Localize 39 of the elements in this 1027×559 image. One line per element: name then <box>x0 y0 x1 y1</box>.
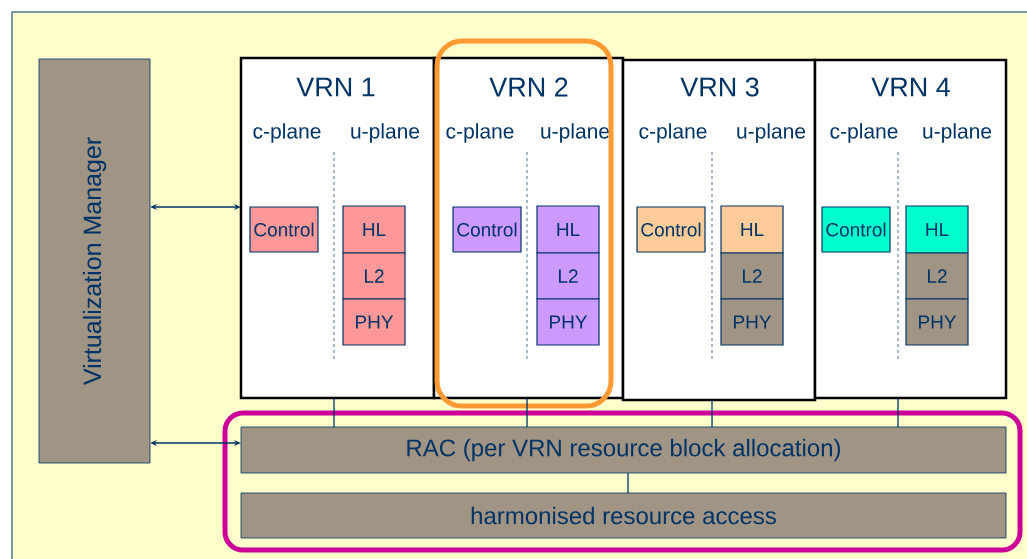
control-box: Control <box>249 206 319 253</box>
connector <box>897 397 899 428</box>
connector <box>711 399 713 428</box>
layer-box: L2 <box>720 252 784 300</box>
layer-box: HL <box>342 205 406 254</box>
plane-label: c-plane <box>830 123 898 143</box>
layer-box: L2 <box>905 252 969 300</box>
connector <box>627 472 629 494</box>
control-box: Control <box>821 206 891 253</box>
layer-box: HL <box>720 205 784 254</box>
control-box: Control <box>636 206 706 253</box>
manager-box: Virtualization Manager <box>38 58 151 464</box>
layer-box: PHY <box>536 298 600 346</box>
vrn-heading: VRN 4 <box>871 77 950 97</box>
plane-label: u-plane <box>737 123 806 143</box>
plane-label: u-plane <box>541 123 610 143</box>
layer-box: PHY <box>342 298 406 346</box>
layer-bar: RAC (per VRN resource block allocation) <box>240 426 1007 474</box>
layer-box: PHY <box>720 298 784 346</box>
vrn-heading: VRN 3 <box>680 77 759 97</box>
layer-bar: harmonised resource access <box>240 492 1007 539</box>
plane-label: c-plane <box>253 123 321 143</box>
layer-box: PHY <box>905 298 969 346</box>
plane-label: u-plane <box>351 123 420 143</box>
layer-box: HL <box>536 205 600 254</box>
group-outline <box>222 410 1023 553</box>
plane-label: u-plane <box>923 123 992 143</box>
layer-box: HL <box>905 205 969 254</box>
plane-label: c-plane <box>639 123 707 143</box>
vrn-heading: VRN 1 <box>296 77 375 97</box>
connector <box>150 203 241 211</box>
layer-box: L2 <box>342 252 406 300</box>
connector <box>333 397 335 428</box>
connector <box>526 397 528 428</box>
vrn-heading: VRN 2 <box>489 77 568 97</box>
plane-label: c-plane <box>446 123 514 143</box>
control-box: Control <box>452 206 522 253</box>
layer-box: L2 <box>536 252 600 300</box>
connector <box>150 439 241 447</box>
